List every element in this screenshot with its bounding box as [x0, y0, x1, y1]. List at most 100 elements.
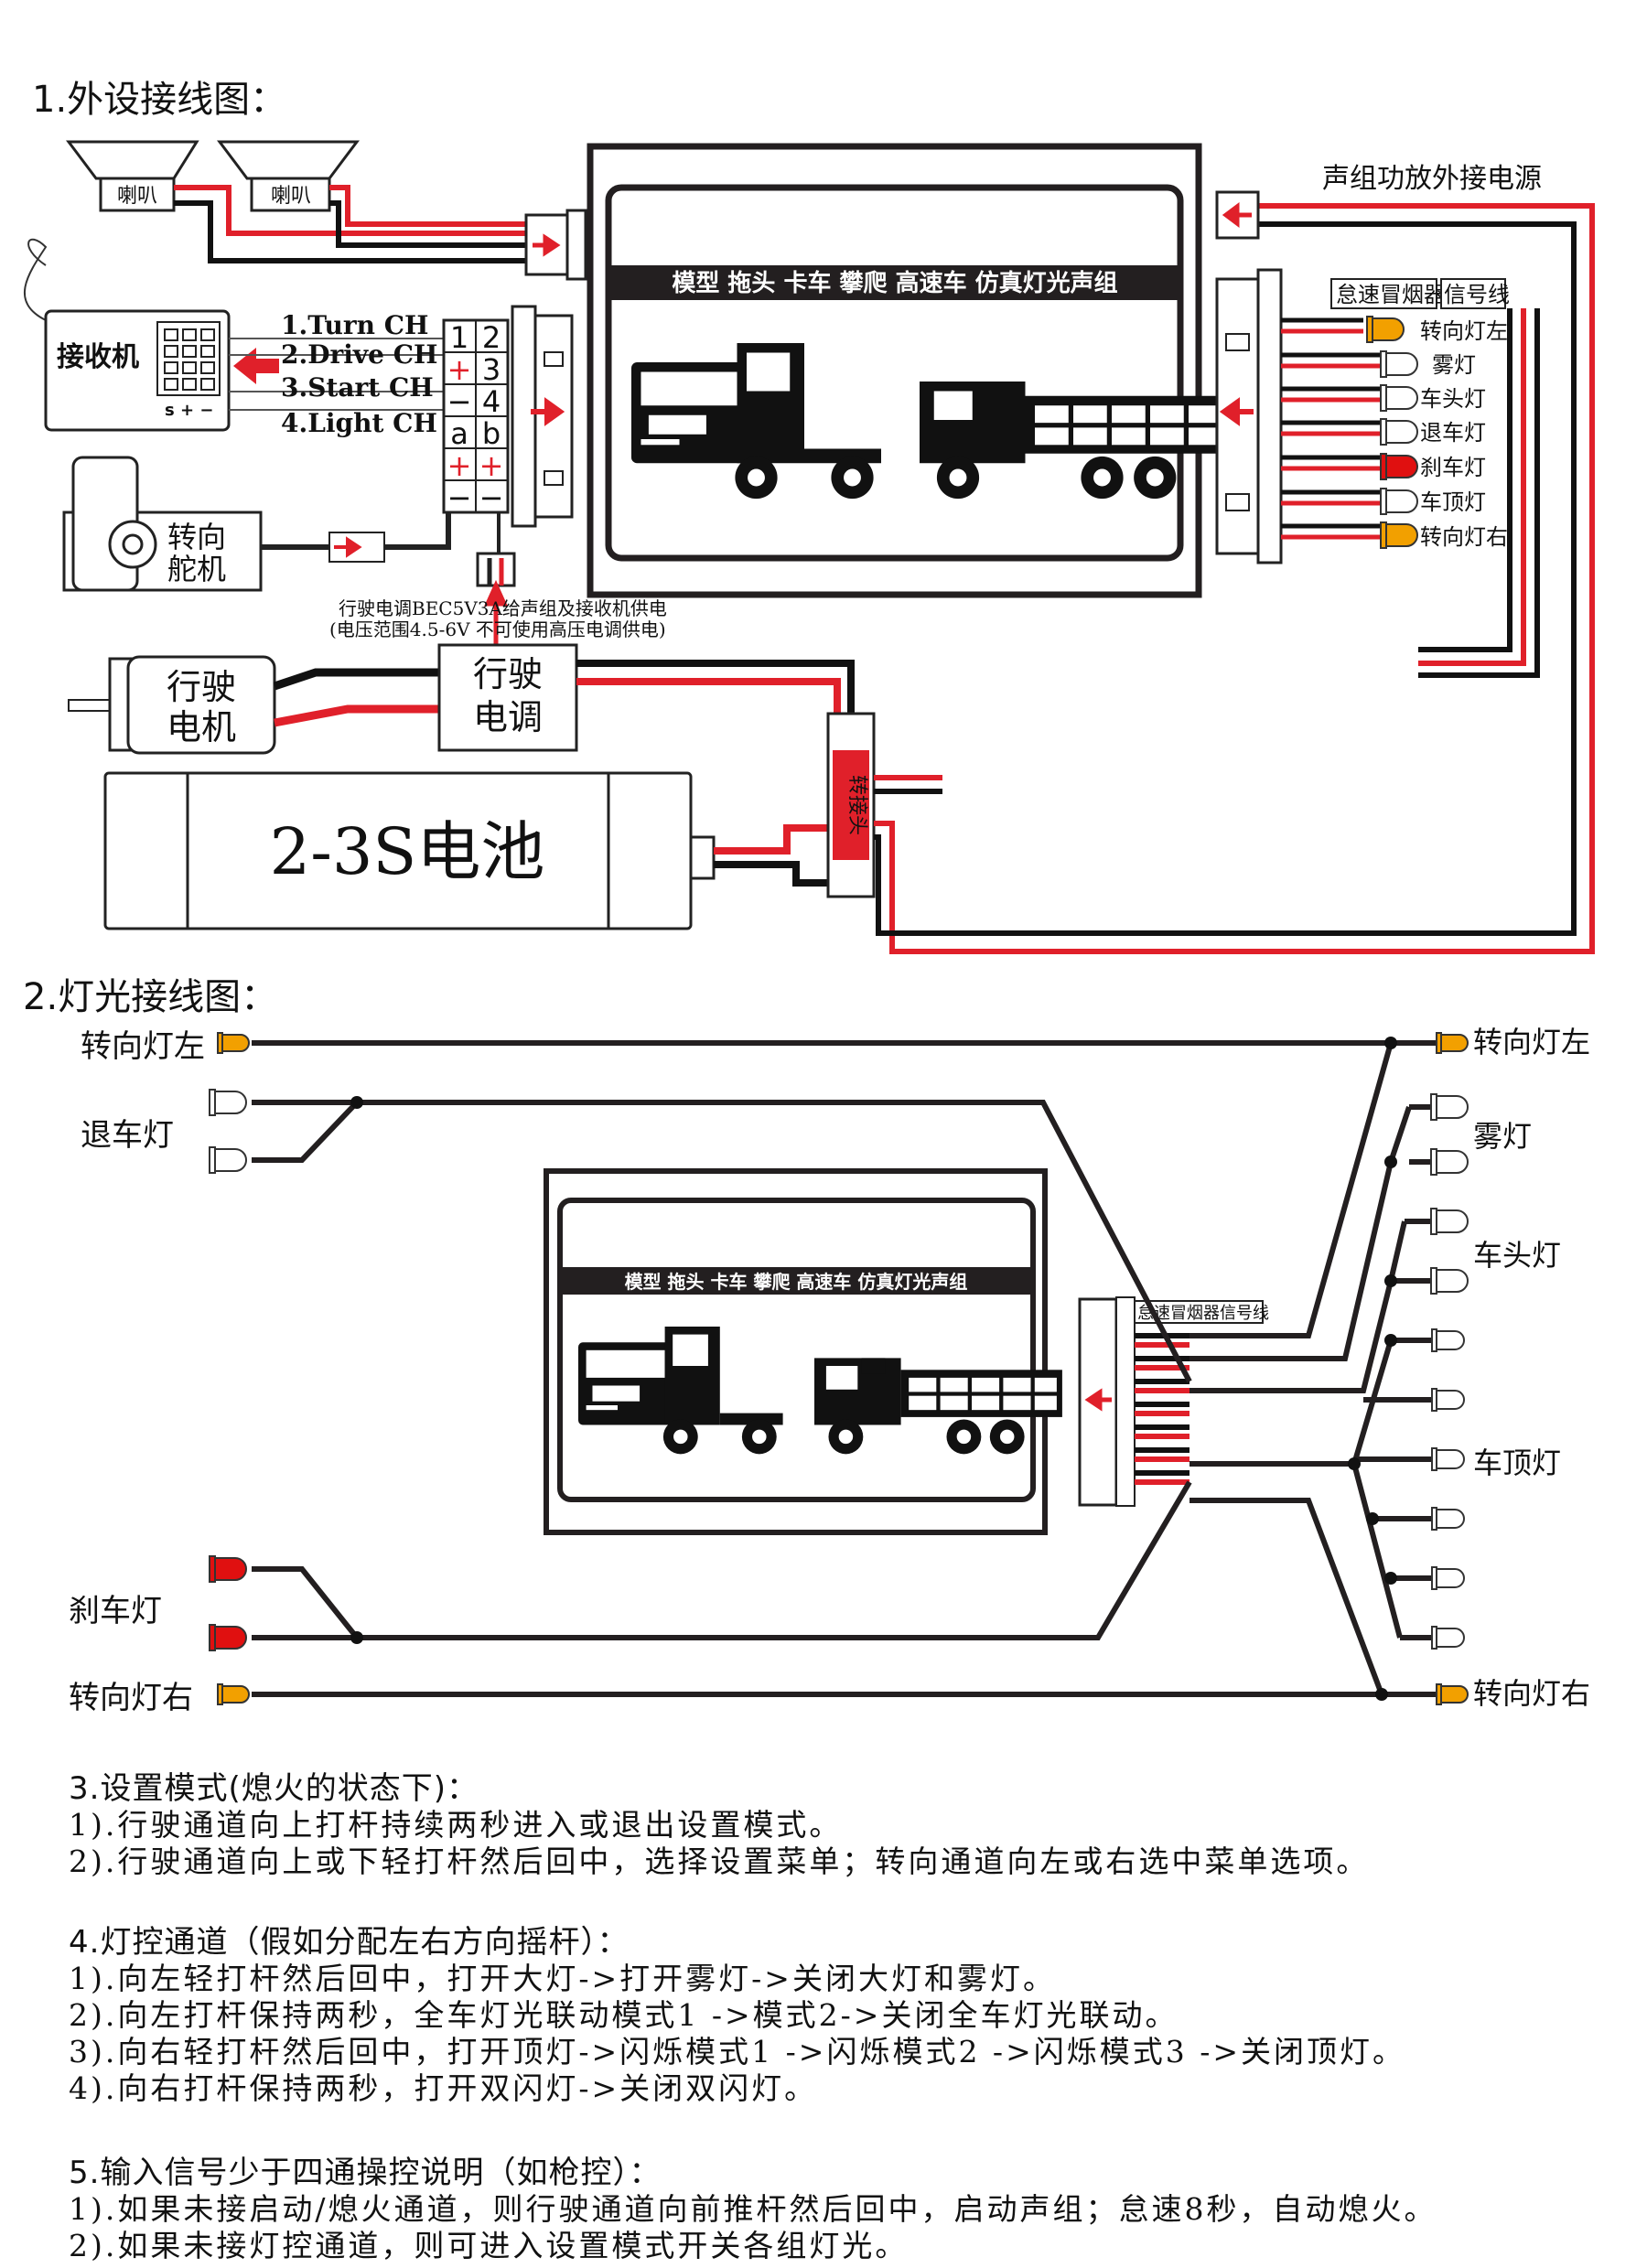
- s2-led-roof-1-icon: [1431, 1328, 1465, 1352]
- s2-label-roof: 车顶灯: [1473, 1446, 1561, 1480]
- section3-line-1: 1).行驶通道向上打杆持续两秒进入或退出设置模式。: [69, 1807, 843, 1843]
- s2-label-reverse: 退车灯: [81, 1117, 174, 1154]
- channel-label-4: 4.Light CH: [281, 408, 437, 438]
- section3-setup-mode: 3.设置模式(熄火的状态下)： 1).行驶通道向上打杆持续两秒进入或退出设置模式…: [69, 1770, 1369, 1880]
- battery: 2-3S电池: [103, 771, 716, 930]
- s2-led-brake-1-icon: [209, 1555, 247, 1583]
- light-output-wires: [1281, 317, 1382, 540]
- receiver-arrow-icon: [233, 348, 279, 384]
- s2-label-brake: 刹车灯: [69, 1593, 162, 1629]
- smoke-label: 怠速冒烟器: [1336, 282, 1446, 307]
- sound-light-module-2: 模型 拖头 卡车 攀爬 高速车 仿真灯光声组: [544, 1168, 1062, 1535]
- section4-line-2: 2).向左打杆保持两秒，全车灯光联动模式1 ->模式2->关闭全车灯光联动。: [69, 1997, 1179, 2033]
- svg-text:4: 4: [482, 384, 501, 419]
- section4-light-channel: 4.灯控通道（假如分配左右方向摇杆）： 1).向左轻打杆然后回中，打开大灯->打…: [69, 1924, 1405, 2107]
- s2-label-head: 车头灯: [1473, 1238, 1561, 1273]
- light-output-label-6: 车顶灯: [1420, 489, 1486, 515]
- light-output-label-4: 退车灯: [1420, 420, 1486, 446]
- receiver-pins: s + −: [165, 401, 213, 420]
- motor-label-2: 电机: [167, 707, 236, 747]
- speaker-right-icon: 喇叭: [217, 140, 360, 212]
- speaker-left-icon: 喇叭: [66, 140, 199, 212]
- section1-title: 1.外设接线图：: [32, 79, 286, 121]
- section2-title: 2.灯光接线图：: [23, 976, 277, 1018]
- s2-led-reverse-1-icon: [209, 1089, 247, 1116]
- section4-line-4: 4).向右打杆保持两秒，打开双闪灯->关闭双闪灯。: [69, 2070, 818, 2106]
- s2-led-reverse-2-icon: [209, 1146, 247, 1174]
- bec-note-1: 行驶电调BEC5V3A给声组及接收机供电: [339, 597, 667, 619]
- drive-motor: 行驶 电机: [68, 655, 276, 755]
- section5-few-channels: 5.输入信号少于四通操控说明（如枪控）： 1).如果未接启动/熄火通道，则行驶通…: [69, 2155, 1437, 2264]
- battery-label: 2-3S电池: [270, 814, 545, 889]
- s2-led-brake-2-icon: [209, 1624, 247, 1651]
- s2-led-head-2-icon: [1430, 1267, 1469, 1295]
- battery-wires: [714, 824, 828, 887]
- receiver: 接收机 s + −: [24, 238, 231, 432]
- drive-esc: 行驶 电调: [437, 643, 578, 752]
- esc-label-2: 电调: [473, 697, 543, 737]
- light-output-label-5: 刹车灯: [1420, 455, 1486, 480]
- module-banner-2: 模型 拖头 卡车 攀爬 高速车 仿真灯光声组: [625, 1271, 968, 1293]
- connector-grid: 1 2 + 3 − 4 a b + + − −: [442, 318, 510, 515]
- light-output-label-3: 车头灯: [1420, 386, 1486, 412]
- light-output-label-1: 转向灯左: [1420, 318, 1508, 344]
- s2-label-turn-left: 转向灯左: [81, 1028, 205, 1065]
- section5-title: 5.输入信号少于四通操控说明（如枪控）：: [69, 2155, 662, 2191]
- svg-text:3: 3: [482, 352, 501, 387]
- servo-label-1: 转向: [167, 520, 226, 554]
- s2-led-turn-right-r-icon: [1436, 1683, 1469, 1705]
- speaker-left-label: 喇叭: [117, 185, 157, 208]
- section4-line-1: 1).向左轻打杆然后回中，打开大灯->打开雾灯->关闭大灯和雾灯。: [69, 1961, 1056, 1996]
- svg-text:b: b: [482, 416, 501, 451]
- s2-led-fog-2-icon: [1430, 1148, 1469, 1176]
- section4-line-3: 3).向右轻打杆然后回中，打开顶灯->闪烁模式1 ->闪烁模式2 ->闪烁模式3…: [69, 2034, 1406, 2069]
- steering-servo: 转向 舵机: [62, 456, 263, 592]
- power-label: 声组功放外接电源: [1322, 163, 1542, 195]
- module-banner: 模型 拖头 卡车 攀爬 高速车 仿真灯光声组: [672, 269, 1117, 297]
- s2-led-head-1-icon: [1430, 1208, 1469, 1235]
- channel-label-3: 3.Start CH: [281, 372, 434, 403]
- s2-led-turn-left-r-icon: [1436, 1032, 1469, 1054]
- led-reverse-icon: [1380, 418, 1418, 446]
- led-head-icon: [1380, 384, 1418, 412]
- module2-output-stubs: [1135, 1333, 1190, 1485]
- junction-dots: [350, 1037, 1397, 1701]
- s2-led-roof-4-icon: [1431, 1507, 1465, 1531]
- adapter-out-wires: [874, 203, 1595, 954]
- module-output-connector: [1215, 268, 1283, 564]
- svg-text:−: −: [447, 384, 472, 419]
- led-turn-right-icon: [1380, 521, 1418, 549]
- smoke-signal-label: 怠速冒烟器信号线: [1137, 1304, 1269, 1323]
- s2-led-turn-left-icon: [217, 1032, 250, 1054]
- svg-text:2: 2: [482, 320, 501, 355]
- svg-text:+: +: [479, 448, 504, 483]
- s2-led-roof-2-icon: [1431, 1388, 1465, 1412]
- led-brake-icon: [1380, 453, 1418, 480]
- s2-label-turn-right: 转向灯右: [69, 1680, 193, 1716]
- signal-label: 信号线: [1444, 282, 1510, 307]
- light-wiring: [252, 1040, 1446, 1697]
- sound-light-module: 模型 拖头 卡车 攀爬 高速车 仿真灯光声组: [587, 143, 1222, 598]
- svg-text:1: 1: [450, 320, 468, 355]
- motor-wires: [273, 668, 439, 727]
- section3-line-2: 2).行驶通道向上或下轻打杆然后回中，选择设置菜单；转向通道向左或右选中菜单选项…: [69, 1843, 1370, 1879]
- bec-note-2: (电压范围4.5-6V 不可使用高压电调供电): [329, 618, 666, 640]
- s2-label-turn-left-r: 转向灯左: [1473, 1025, 1590, 1059]
- svg-text:+: +: [447, 448, 472, 483]
- motor-label-1: 行驶: [167, 667, 236, 707]
- svg-text:−: −: [447, 480, 472, 515]
- esc-label-1: 行驶: [473, 654, 543, 694]
- section5-line-2: 2).如果未接灯控通道，则可进入设置模式开关各组灯光。: [69, 2228, 909, 2263]
- module-input-connector: [511, 305, 574, 528]
- section4-title: 4.灯控通道（假如分配左右方向摇杆）：: [69, 1924, 630, 1961]
- light-output-label-7: 转向灯右: [1420, 524, 1508, 550]
- channel-label-1: 1.Turn CH: [281, 310, 428, 340]
- module-output-connector-2: 怠速冒烟器信号线: [1078, 1296, 1269, 1507]
- speaker-wires: [174, 185, 526, 263]
- s2-label-turn-right-r: 转向灯右: [1473, 1676, 1590, 1711]
- led-turn-left-icon: [1366, 316, 1405, 343]
- light-output-label-2: 雾灯: [1432, 352, 1476, 378]
- section3-title: 3.设置模式(熄火的状态下)：: [69, 1770, 479, 1807]
- power-connector: [1215, 190, 1260, 240]
- receiver-label: 接收机: [57, 341, 139, 373]
